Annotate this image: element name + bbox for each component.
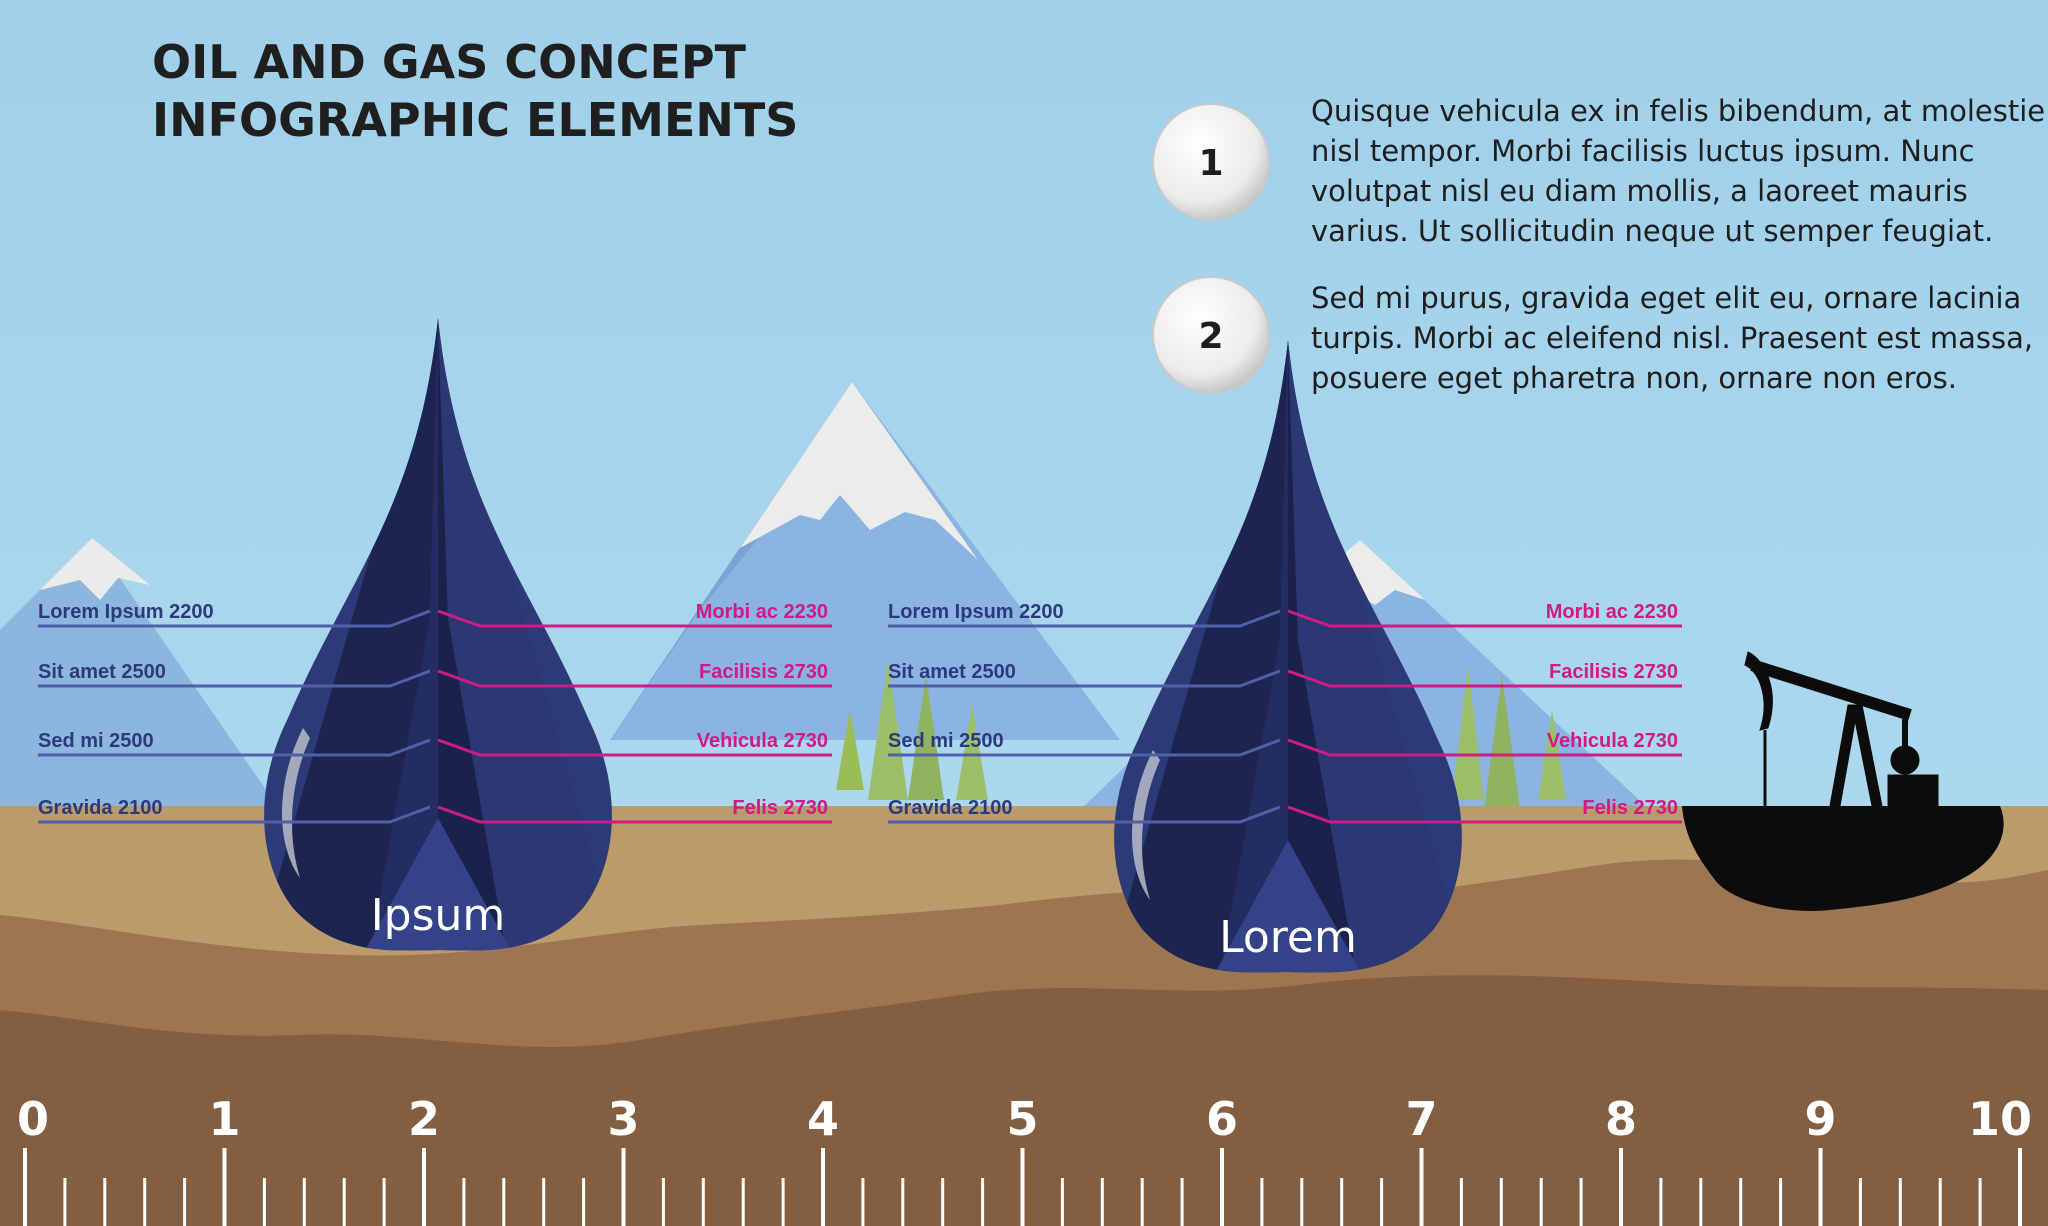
right-level-line <box>1287 669 1682 688</box>
right-level-line <box>437 805 832 824</box>
ruler-label: 2 <box>408 1092 440 1146</box>
point-1-text-line: volutpat nisl eu diam mollis, a laoreet … <box>1311 174 1968 208</box>
right-level-line <box>437 669 832 688</box>
page-title-line1: OIL AND GAS CONCEPT <box>152 35 747 89</box>
point-2-text-line: Sed mi purus, gravida eget elit eu, orna… <box>1311 281 2021 315</box>
ground-layer-deep <box>0 975 2048 1226</box>
tree <box>1484 675 1520 810</box>
left-level-label: Lorem Ipsum 2200 <box>38 601 214 623</box>
pump-jack-icon <box>1744 651 1939 808</box>
right-level-label: Facilisis 2730 <box>699 661 828 683</box>
mountain-center-snow <box>740 382 978 560</box>
right-level-line <box>437 609 832 628</box>
right-level-line <box>1287 738 1682 757</box>
ruler-label: 10 <box>1968 1092 2032 1146</box>
ruler-label: 5 <box>1006 1092 1038 1146</box>
left-level-label: Sit amet 2500 <box>888 661 1016 683</box>
drop-facet <box>1208 340 1288 973</box>
scale-ruler: 0 1 2 3 4 5 6 7 8 9 10 <box>17 1092 2032 1226</box>
drop-name: Lorem <box>1219 912 1357 963</box>
left-level-label: Sit amet 2500 <box>38 661 166 683</box>
point-2-number: 2 <box>1198 316 1223 357</box>
point-1: 1 Quisque vehicula ex in felis bibendum,… <box>1152 94 2045 248</box>
drop-shine <box>1131 750 1160 900</box>
left-level-label: Sed mi 2500 <box>38 730 154 752</box>
left-level-label: Gravida 2100 <box>38 797 163 819</box>
ruler-label: 0 <box>17 1092 49 1146</box>
point-1-text-line: varius. Ut sollicitudin neque ut semper … <box>1311 214 1993 248</box>
left-level-line <box>38 669 431 688</box>
tree <box>956 705 988 800</box>
point-1-badge <box>1152 103 1270 221</box>
point-1-text-line: nisl tempor. Morbi facilisis luctus ipsu… <box>1311 134 1975 168</box>
page-title-line2: INFOGRAPHIC ELEMENTS <box>152 93 798 147</box>
mountain-center-shade <box>610 382 852 740</box>
ruler-label: 9 <box>1804 1092 1836 1146</box>
tree <box>1452 665 1484 800</box>
left-level-label: Gravida 2100 <box>888 797 1013 819</box>
ruler-label: 4 <box>807 1092 839 1146</box>
trees <box>836 660 1566 810</box>
tree <box>836 710 864 790</box>
tree <box>868 660 908 800</box>
drop-facet <box>358 318 438 951</box>
ruler-label: 1 <box>208 1092 240 1146</box>
right-level-line <box>1287 805 1682 824</box>
right-level-label: Morbi ac 2230 <box>696 601 828 623</box>
mountain-center <box>610 382 1120 740</box>
drop-name: Ipsum <box>371 890 506 941</box>
left-level-line <box>38 738 431 757</box>
left-level-line <box>38 805 431 824</box>
point-2-badge <box>1152 276 1270 394</box>
point-2: 2 Sed mi purus, gravida eget elit eu, or… <box>1152 276 2033 395</box>
drop-facet <box>1288 340 1368 973</box>
left-level-label: Sed mi 2500 <box>888 730 1004 752</box>
oil-pool <box>1682 806 2004 911</box>
right-level-line <box>1287 609 1682 628</box>
point-1-number: 1 <box>1198 143 1223 184</box>
point-2-text-line: turpis. Morbi ac eleifend nisl. Praesent… <box>1311 321 2033 355</box>
tree <box>908 675 944 800</box>
left-level-line <box>888 805 1281 824</box>
ruler-label: 3 <box>607 1092 639 1146</box>
right-level-label: Vehicula 2730 <box>1547 730 1678 752</box>
mountain-left-snow <box>40 538 150 600</box>
right-level-label: Felis 2730 <box>732 797 828 819</box>
left-level-label: Lorem Ipsum 2200 <box>888 601 1064 623</box>
right-level-line <box>437 738 832 757</box>
left-level-line <box>888 669 1281 688</box>
right-level-label: Felis 2730 <box>1582 797 1678 819</box>
right-level-label: Facilisis 2730 <box>1549 661 1678 683</box>
right-level-label: Morbi ac 2230 <box>1546 601 1678 623</box>
oil-well <box>1682 651 2004 911</box>
drop-shine <box>281 728 310 878</box>
ruler-label: 6 <box>1206 1092 1238 1146</box>
right-level-label: Vehicula 2730 <box>697 730 828 752</box>
drop-facet <box>1178 840 1398 973</box>
ruler-label: 7 <box>1405 1092 1437 1146</box>
left-level-line <box>888 609 1281 628</box>
mountain-left <box>0 538 280 810</box>
point-1-text-line: Quisque vehicula ex in felis bibendum, a… <box>1311 94 2045 128</box>
point-2-text-line: posuere eget pharetra non, ornare non er… <box>1311 361 1957 395</box>
left-level-line <box>38 609 431 628</box>
ruler-label: 8 <box>1605 1092 1637 1146</box>
drop-facet <box>438 318 518 951</box>
left-level-line <box>888 738 1281 757</box>
drop-facet <box>328 818 548 951</box>
